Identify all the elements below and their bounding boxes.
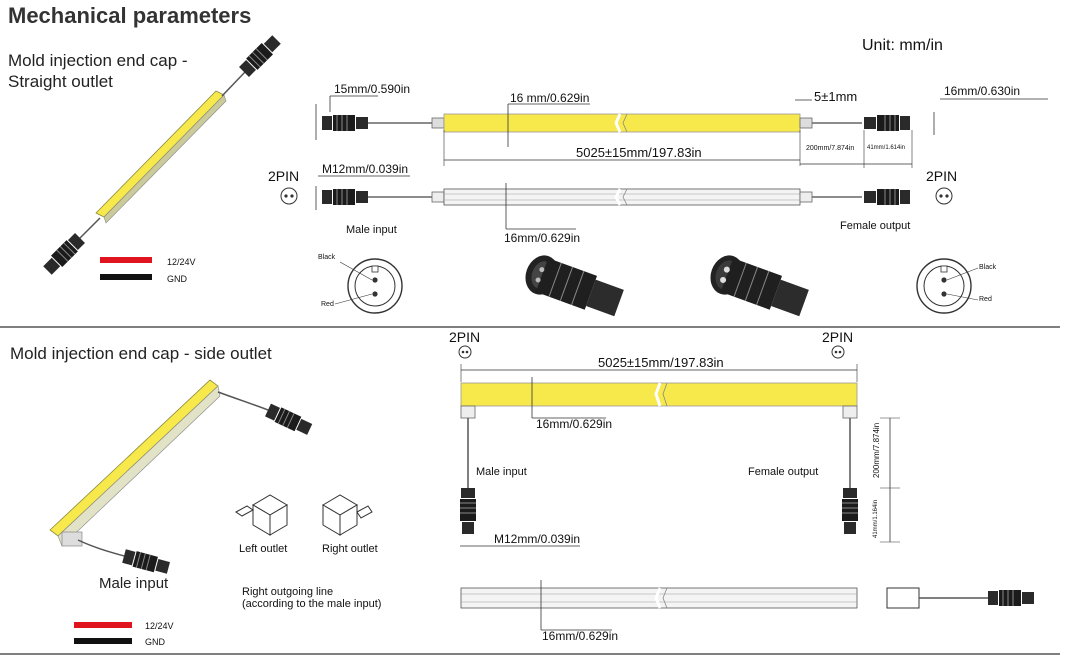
wire-black-label-left: Black bbox=[318, 254, 336, 261]
female-connector-photo bbox=[710, 255, 809, 317]
straight-heading-line2: Straight outlet bbox=[8, 72, 113, 91]
side-dim-width: 16mm/0.629in bbox=[536, 417, 613, 431]
side-pin-left: 2PIN bbox=[449, 329, 481, 345]
side-female-output-label: Female output bbox=[748, 466, 819, 478]
side-dim-thread: M12mm/0.039in bbox=[494, 532, 581, 546]
straight-heading-line1: Mold injection end cap - bbox=[8, 51, 188, 70]
right-outgoing-line-1: Right outgoing line bbox=[242, 586, 334, 598]
dim-connector-length: 15mm/0.590in bbox=[334, 82, 411, 96]
wire-black-label-right: Black bbox=[979, 264, 997, 271]
side-dim-total: 5025±15mm/197.83in bbox=[598, 355, 724, 370]
side-heading: Mold injection end cap - side outlet bbox=[10, 344, 272, 363]
straight-iso-strip bbox=[41, 33, 283, 277]
side-bottom-strip bbox=[460, 580, 1035, 631]
left-outlet-cube bbox=[235, 494, 288, 536]
wire-red-label-right: Red bbox=[979, 296, 992, 303]
dim-total-length: 5025±15mm/197.83in bbox=[576, 145, 702, 160]
right-outlet-label: Right outlet bbox=[322, 543, 378, 555]
dim-gap: 5±1mm bbox=[814, 89, 858, 104]
legend-black-swatch-2 bbox=[74, 638, 132, 644]
wire-red-label-left: Red bbox=[321, 301, 334, 308]
dim-thread: M12mm/0.039in bbox=[322, 162, 409, 176]
side-iso-strip bbox=[49, 379, 314, 577]
straight-top-strip bbox=[315, 95, 1048, 168]
legend-black-label: GND bbox=[167, 274, 187, 284]
side-male-input-label: Male input bbox=[476, 466, 527, 478]
male-connector-photo bbox=[525, 255, 624, 317]
left-outlet-label: Left outlet bbox=[239, 543, 288, 555]
male-face-view bbox=[334, 258, 403, 314]
unit-label: Unit: mm/in bbox=[862, 37, 943, 54]
side-dim-width-bottom: 16mm/0.629in bbox=[542, 629, 619, 643]
side-front-strip bbox=[458, 345, 900, 547]
side-male-input-big: Male input bbox=[99, 575, 169, 592]
straight-bottom-strip bbox=[280, 175, 953, 230]
right-outlet-cube bbox=[322, 494, 373, 536]
dim-width-top: 16 mm/0.629in bbox=[510, 91, 590, 105]
side-dim-lead: 200mm/7.874in bbox=[872, 422, 881, 478]
side-dim-plug: 41mm/1.164in bbox=[873, 499, 879, 538]
legend-red-swatch bbox=[100, 257, 152, 263]
dim-end-length: 16mm/0.630in bbox=[944, 84, 1021, 98]
dim-plug-length: 41mm/1.614in bbox=[867, 145, 906, 151]
male-input-label: Male input bbox=[346, 224, 397, 236]
side-pin-right: 2PIN bbox=[822, 329, 854, 345]
dim-width-bottom: 16mm/0.629in bbox=[504, 231, 581, 245]
legend-black-swatch bbox=[100, 274, 152, 280]
dim-lead-length: 200mm/7.874in bbox=[806, 145, 855, 152]
side-legend-black-label: GND bbox=[145, 637, 165, 647]
side-legend-red-label: 12/24V bbox=[145, 621, 174, 631]
pin-label-left: 2PIN bbox=[268, 168, 300, 184]
right-outgoing-line-2: (according to the male input) bbox=[242, 598, 382, 610]
pin-label-right: 2PIN bbox=[926, 168, 958, 184]
legend-red-swatch-2 bbox=[74, 622, 132, 628]
female-output-label: Female output bbox=[840, 220, 911, 232]
female-face-view bbox=[916, 258, 979, 314]
page-title: Mechanical parameters bbox=[8, 3, 252, 28]
legend-red-label: 12/24V bbox=[167, 257, 196, 267]
